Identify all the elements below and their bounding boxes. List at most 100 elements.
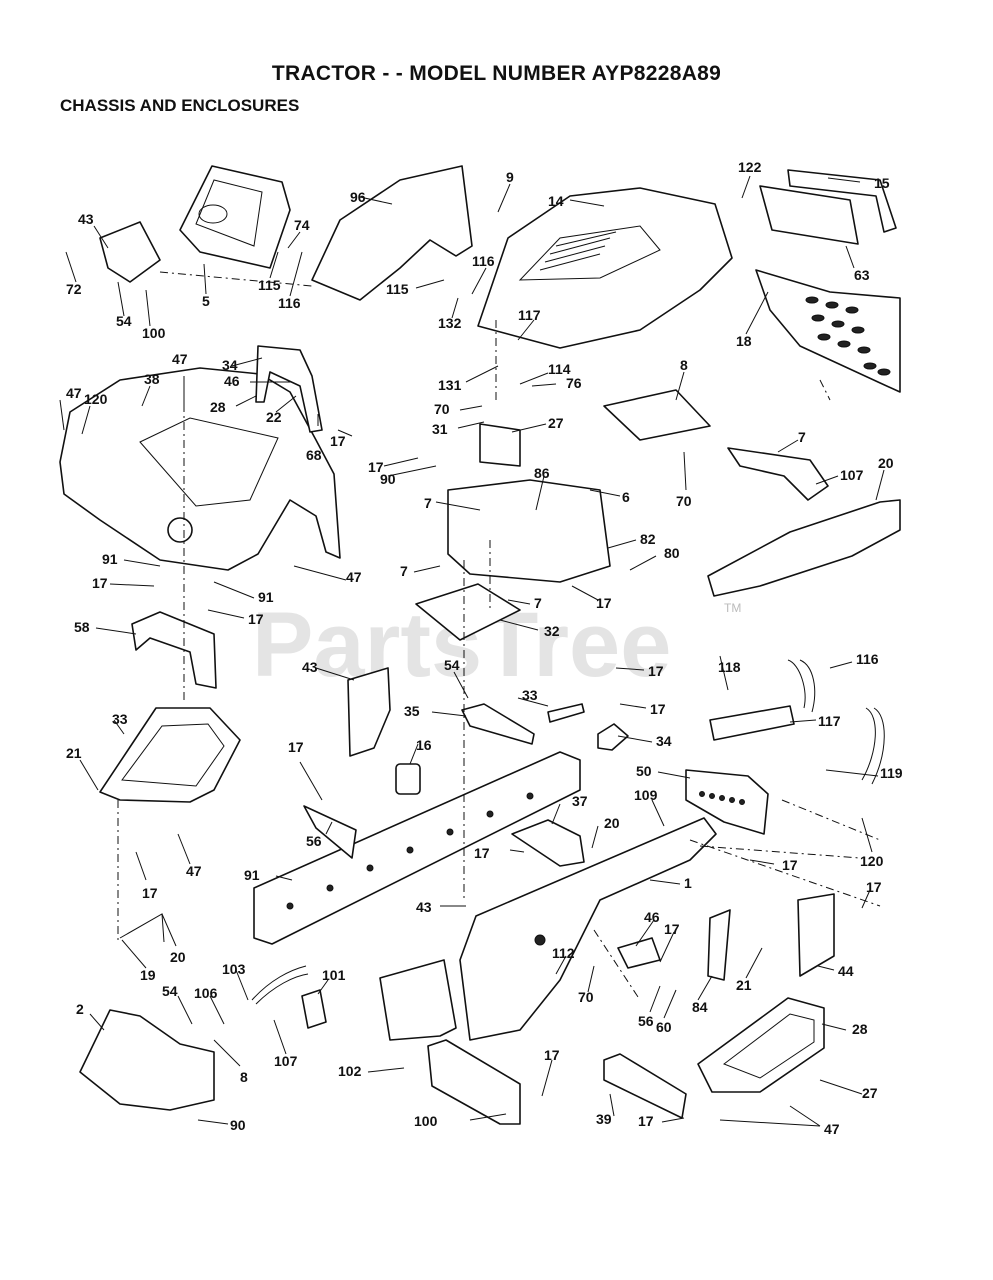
part-29-bracket bbox=[255, 345, 323, 433]
part-16-grommet bbox=[395, 763, 421, 795]
part-number-label: 37 bbox=[572, 793, 588, 809]
part-number-label: 28 bbox=[210, 399, 226, 415]
part-number-label: 27 bbox=[548, 415, 564, 431]
part-number-label: 84 bbox=[692, 999, 708, 1015]
part-number-label: 56 bbox=[638, 1013, 654, 1029]
part-number-label: 120 bbox=[84, 391, 108, 407]
part-40-bracket bbox=[511, 819, 585, 867]
part-84-bracket bbox=[707, 909, 731, 981]
part-number-label: 17 bbox=[248, 611, 264, 627]
part-39-bracket bbox=[603, 1053, 687, 1119]
part-number-label: 2 bbox=[76, 1001, 84, 1017]
part-8-plate bbox=[603, 389, 711, 441]
part-number-label: 80 bbox=[664, 545, 680, 561]
part-number-label: 103 bbox=[222, 961, 246, 977]
part-number-label: 31 bbox=[432, 421, 448, 437]
part-34-bracket bbox=[461, 703, 535, 745]
part-100-rod bbox=[251, 965, 309, 1005]
part-number-label: 17 bbox=[330, 433, 346, 449]
part-number-label: 19 bbox=[140, 967, 156, 983]
part-45-hitch bbox=[617, 937, 661, 969]
part-number-label: 63 bbox=[854, 267, 870, 283]
part-number-label: 47 bbox=[66, 385, 82, 401]
part-number-label: 47 bbox=[186, 863, 202, 879]
part-number-label: 107 bbox=[840, 467, 864, 483]
part-43-plate bbox=[347, 667, 391, 757]
part-number-label: 117 bbox=[818, 713, 841, 729]
part-58-bracket bbox=[131, 611, 217, 689]
part-91-frame-rail bbox=[253, 751, 581, 945]
part-number-label: 114 bbox=[548, 361, 571, 377]
part-54-plate bbox=[99, 221, 161, 283]
part-number-label: 33 bbox=[522, 687, 538, 703]
part-number-label: 82 bbox=[640, 531, 656, 547]
part-number-label: 17 bbox=[288, 739, 304, 755]
part-number-label: 101 bbox=[322, 967, 346, 983]
part-number-label: 17 bbox=[596, 595, 612, 611]
part-number-label: 17 bbox=[650, 701, 666, 717]
part-number-label: 7 bbox=[424, 495, 432, 511]
part-number-label: 35 bbox=[404, 703, 420, 719]
part-number-label: 17 bbox=[782, 857, 798, 873]
part-44-bracket bbox=[797, 893, 835, 977]
part-15-strip bbox=[787, 169, 897, 233]
part-number-label: 91 bbox=[258, 589, 274, 605]
part-number-label: 21 bbox=[736, 977, 752, 993]
part-number-label: 27 bbox=[862, 1085, 878, 1101]
part-number-label: 112 bbox=[552, 945, 575, 961]
part-number-label: 5 bbox=[202, 293, 210, 309]
part-116-grip bbox=[709, 705, 795, 741]
part-number-label: 90 bbox=[230, 1117, 246, 1133]
part-number-label: 43 bbox=[302, 659, 318, 675]
part-number-label: 28 bbox=[852, 1021, 868, 1037]
part-number-label: 58 bbox=[74, 619, 90, 635]
part-number-label: 9 bbox=[506, 169, 514, 185]
part-number-label: 115 bbox=[258, 277, 281, 293]
part-number-label: 115 bbox=[386, 281, 409, 297]
part-number-label: 70 bbox=[434, 401, 450, 417]
part-number-label: 43 bbox=[416, 899, 432, 915]
part-number-label: 47 bbox=[824, 1121, 840, 1137]
part-19-plate bbox=[119, 913, 165, 943]
part-99-pedal bbox=[301, 989, 327, 1029]
part-number-label: 7 bbox=[798, 429, 806, 445]
part-number-label: 8 bbox=[240, 1069, 248, 1085]
part-number-label: 70 bbox=[676, 493, 692, 509]
part-1-frame bbox=[459, 817, 717, 1041]
part-14-hood bbox=[477, 187, 733, 349]
part-number-label: 102 bbox=[338, 1063, 362, 1079]
part-number-label: 17 bbox=[92, 575, 108, 591]
part-number-label: 17 bbox=[664, 921, 680, 937]
part-number-label: 33 bbox=[112, 711, 128, 727]
part-number-label: 43 bbox=[78, 211, 94, 227]
part-18-grille bbox=[755, 269, 901, 393]
part-number-label: 47 bbox=[172, 351, 188, 367]
part-24-footrest bbox=[697, 997, 825, 1093]
page-title: TRACTOR - - MODEL NUMBER AYP8228A89 bbox=[271, 62, 722, 85]
part-number-label: 7 bbox=[534, 595, 542, 611]
part-6-tank bbox=[447, 479, 611, 583]
part-number-label: 39 bbox=[596, 1111, 612, 1127]
part-71-bracket bbox=[727, 447, 829, 501]
part-number-label: 76 bbox=[566, 375, 582, 391]
part-28-footrest bbox=[99, 707, 241, 803]
part-number-label: 119 bbox=[880, 765, 903, 781]
part-number-label: 72 bbox=[66, 281, 82, 297]
part-number-label: 7 bbox=[400, 563, 408, 579]
part-22-bumper bbox=[707, 499, 901, 597]
part-number-label: 34 bbox=[222, 357, 238, 373]
part-number-label: 38 bbox=[144, 371, 160, 387]
part-number-label: 122 bbox=[738, 159, 762, 175]
part-number-label: 117 bbox=[518, 307, 541, 323]
part-number-label: 16 bbox=[416, 737, 432, 753]
part-number-label: 47 bbox=[346, 569, 362, 585]
part-number-label: 70 bbox=[578, 989, 594, 1005]
part-number-label: 86 bbox=[534, 465, 550, 481]
part-number-label: 131 bbox=[438, 377, 462, 393]
part-number-label: 100 bbox=[142, 325, 166, 341]
part-number-label: 50 bbox=[636, 763, 652, 779]
section-subtitle: CHASSIS AND ENCLOSURES bbox=[60, 96, 300, 115]
part-5-dash-panel bbox=[179, 165, 291, 269]
part-number-label: 20 bbox=[878, 455, 894, 471]
